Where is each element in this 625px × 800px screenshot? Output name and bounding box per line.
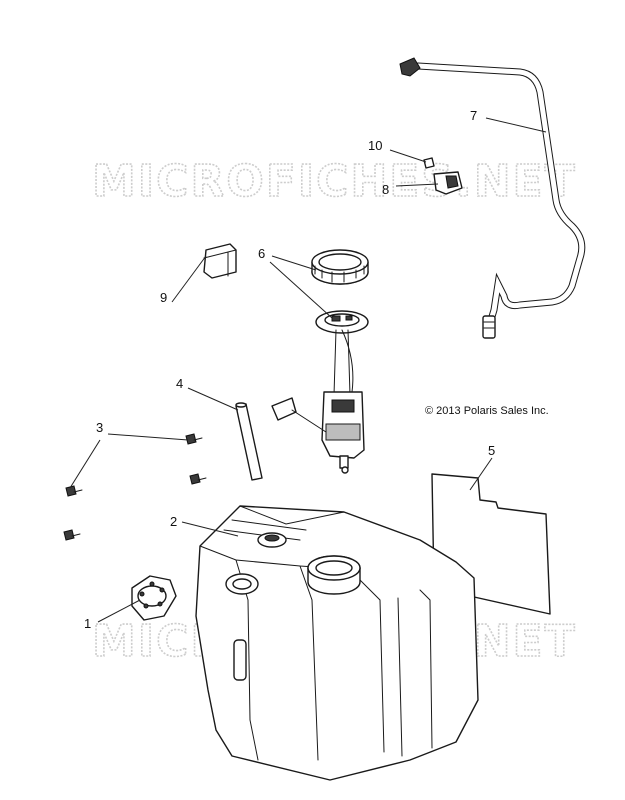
- part-6-lock-ring: [311, 249, 369, 285]
- callout-3: 3: [96, 420, 103, 435]
- part-7-vent-hose: [399, 57, 586, 339]
- part-4-tube: [235, 402, 263, 481]
- callout-5: 5: [488, 443, 495, 458]
- part-2-fuel-tank: [195, 505, 479, 781]
- callout-6: 6: [258, 246, 265, 261]
- part-1-cap: [131, 575, 177, 621]
- part-10-clip: [423, 157, 435, 169]
- callout-8: 8: [382, 182, 389, 197]
- leader-lines: [69, 117, 547, 623]
- callout-1: 1: [84, 616, 91, 631]
- part-8-bracket: [433, 171, 463, 195]
- watermark-top: MICROFICHES.NET: [92, 156, 577, 207]
- callout-9: 9: [160, 290, 167, 305]
- callout-2: 2: [170, 514, 177, 529]
- callout-4: 4: [176, 376, 183, 391]
- callout-10: 10: [368, 138, 382, 153]
- callout-7: 7: [470, 108, 477, 123]
- copyright-notice: © 2013 Polaris Sales Inc.: [425, 405, 549, 417]
- part-3-screws: [63, 433, 207, 541]
- part-9-foam-pad: [203, 243, 237, 279]
- part-6-fuel-pump: [271, 310, 369, 474]
